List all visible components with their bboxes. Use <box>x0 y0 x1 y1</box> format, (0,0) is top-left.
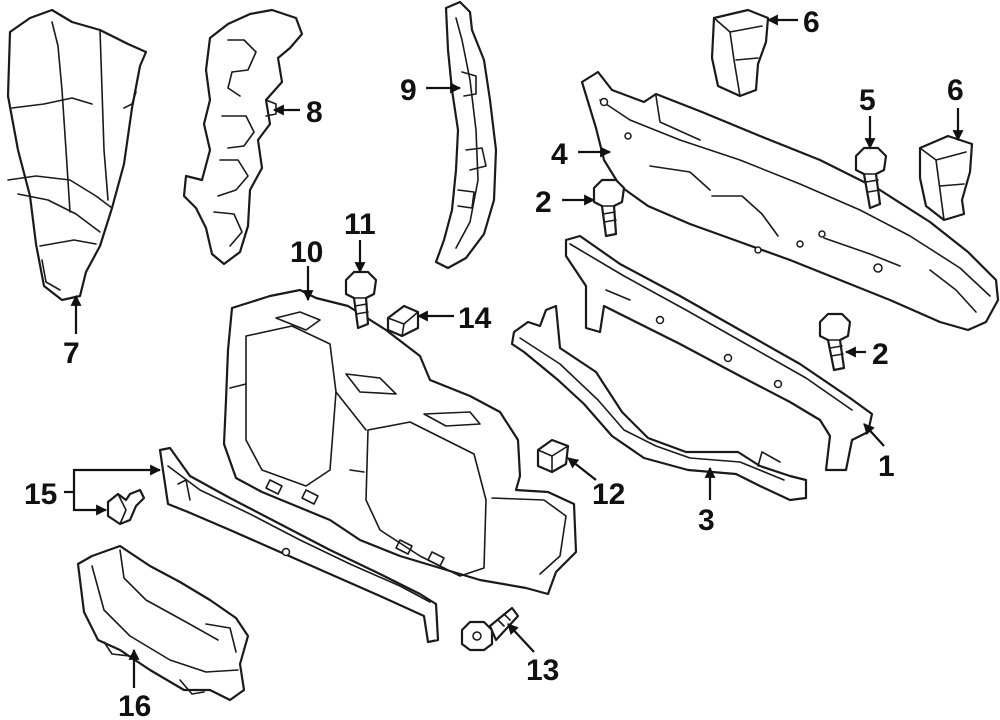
part-8-left-deflector-bracket[interactable] <box>182 8 304 266</box>
part-15-lower-shield[interactable] <box>158 446 440 644</box>
leader-12 <box>567 457 597 481</box>
callout-8: 8 <box>306 96 323 129</box>
part-12-nut[interactable] <box>536 438 570 474</box>
part-7-left-air-deflector[interactable] <box>6 8 148 302</box>
callout-1: 1 <box>878 450 895 483</box>
callout-6-upper: 6 <box>803 6 820 39</box>
part-9-center-air-guide[interactable] <box>434 0 498 270</box>
callout-10: 10 <box>290 236 323 269</box>
callout-15: 15 <box>24 478 57 511</box>
part-6-upper-air-block[interactable] <box>710 8 770 98</box>
callout-7: 7 <box>63 337 80 370</box>
part-3-lower-tie-bar[interactable] <box>510 304 808 502</box>
leader-13 <box>507 623 535 653</box>
part-14-clip[interactable] <box>386 304 420 338</box>
part-16-lower-deflector[interactable] <box>76 544 250 702</box>
part-2-lower-bolt[interactable] <box>818 312 852 372</box>
part-2-upper-bolt[interactable] <box>592 178 626 238</box>
leader-lines <box>64 14 964 688</box>
part-15-pin[interactable] <box>106 488 146 526</box>
part-10-radiator-support[interactable] <box>222 288 578 596</box>
leader-15a <box>64 464 162 494</box>
leader-15b <box>72 492 108 516</box>
callout-3: 3 <box>698 504 715 537</box>
callout-9: 9 <box>400 74 417 107</box>
part-13-bolt[interactable] <box>460 606 520 652</box>
callout-11: 11 <box>344 208 376 241</box>
callout-labels: 7 8 9 6 6 5 4 2 2 1 3 11 10 14 12 13 16 … <box>24 6 964 720</box>
callout-6-lower: 6 <box>947 74 964 107</box>
part-1-upper-tie-bar[interactable] <box>564 234 874 472</box>
callout-5: 5 <box>859 84 876 117</box>
callout-13: 13 <box>526 654 559 687</box>
callout-14: 14 <box>458 302 492 335</box>
callout-4: 4 <box>551 138 568 171</box>
part-4-radiator-cover[interactable] <box>580 70 1000 332</box>
callout-2-lower: 2 <box>872 338 889 371</box>
part-6-lower-air-block[interactable] <box>918 134 974 222</box>
callout-2-upper: 2 <box>535 186 552 219</box>
callout-16: 16 <box>118 690 151 720</box>
leader-1 <box>863 423 885 447</box>
callout-12: 12 <box>592 478 625 511</box>
